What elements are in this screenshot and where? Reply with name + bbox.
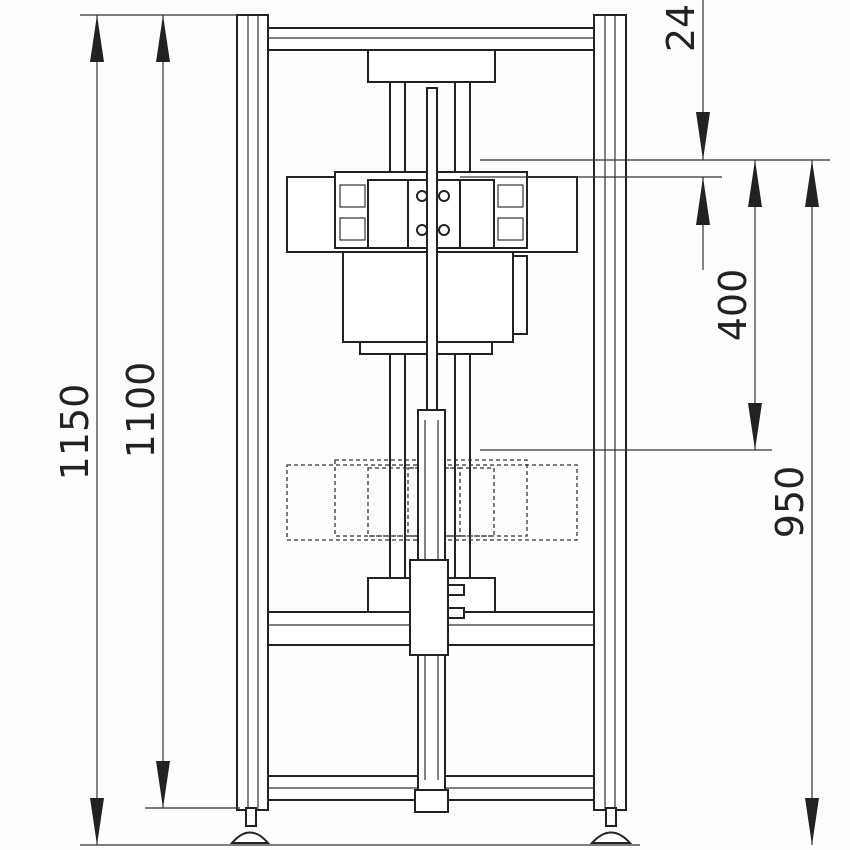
- dimension-label-1150: 1150: [53, 384, 97, 481]
- dimension-label-1100: 1100: [119, 362, 163, 459]
- dimension-1150: 1150: [53, 15, 104, 845]
- dimension-950: 950: [768, 160, 819, 845]
- cylinder: [409, 409, 465, 813]
- left-foot: [229, 807, 271, 844]
- dimension-label-24: 24: [659, 4, 703, 52]
- dimension-1100: 1100: [119, 15, 170, 808]
- piston-rod: [426, 87, 438, 419]
- dimension-label-400: 400: [711, 269, 755, 342]
- top-mount-block: [367, 49, 496, 83]
- right-foot: [589, 807, 633, 844]
- left-post: [236, 14, 269, 811]
- dimension-label-950: 950: [768, 466, 812, 539]
- right-post: [593, 14, 627, 811]
- extension-lines: [80, 14, 830, 846]
- dimension-24: 24: [659, 0, 710, 270]
- dimension-400: 400: [711, 160, 762, 450]
- top-crossbar: [267, 27, 595, 51]
